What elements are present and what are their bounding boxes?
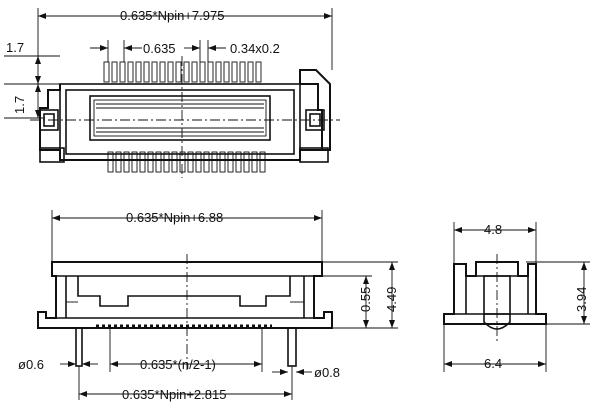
side-housing [443, 261, 547, 325]
top-pin-row [103, 61, 262, 83]
front-view: 0.635*Npin+6.88 0.55 4.49 ø0.6 0.635*(n/… [18, 210, 399, 402]
side-height-label: 3.94 [574, 287, 589, 312]
top-height-b-label: 1.7 [12, 96, 27, 114]
top-pin-size-label: 0.34x0.2 [230, 41, 280, 56]
top-view: 0.635*Npin+7.975 0.635 0.34x0.2 1.7 1.7 [4, 8, 340, 178]
side-bottom-width-label: 6.4 [484, 356, 502, 371]
front-half-pitch-label: 0.635*(n/2-1) [140, 357, 216, 372]
top-housing [39, 69, 331, 161]
side-view: 4.8 3.94 6.4 [443, 222, 590, 372]
front-height-a-label: 0.55 [358, 287, 373, 312]
top-height-a-label: 1.7 [6, 40, 24, 55]
front-length-label: 0.635*Npin+6.88 [126, 210, 223, 225]
bottom-pin-row [107, 151, 266, 173]
side-top-width-label: 4.8 [484, 222, 502, 237]
front-bottom-length-label: 0.635*Npin+2.815 [122, 387, 226, 402]
inner-contacts [96, 103, 264, 133]
front-height-b-label: 4.49 [384, 287, 399, 312]
top-pitch-label: 0.635 [143, 41, 176, 56]
left-peg [75, 327, 83, 367]
front-pin-dia-left-label: ø0.6 [18, 357, 44, 372]
top-length-label: 0.635*Npin+7.975 [120, 8, 224, 23]
right-peg [287, 327, 297, 367]
front-pin-dia-right-label: ø0.8 [314, 365, 340, 380]
